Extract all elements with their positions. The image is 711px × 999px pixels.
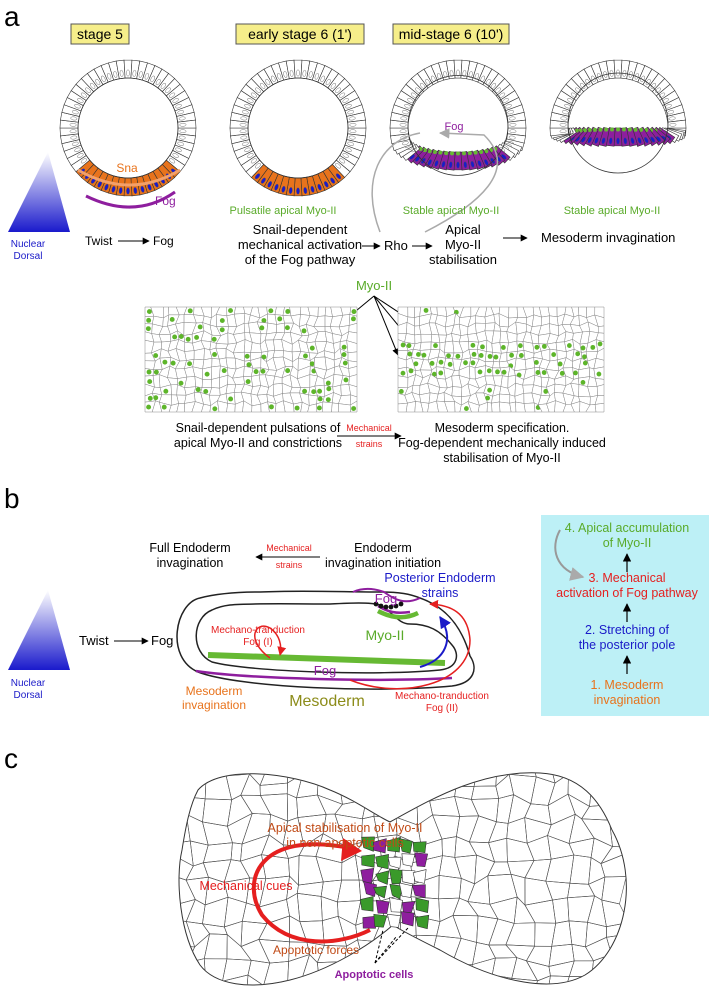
fog-label-b: Fog [151, 633, 173, 648]
posterior-strains-line1: Posterior Endoderm [384, 571, 495, 585]
mesoderm-label-b: Mesoderm [289, 693, 365, 710]
dorsal-gradient-triangle-b [8, 590, 70, 670]
gradient-b-label-nuclear: Nuclear [11, 678, 46, 689]
fog-feedback-label: Fog [445, 121, 464, 133]
mechanical-cues-loop [251, 842, 371, 944]
myo-ii-label: Myo-II [356, 278, 392, 293]
step2-line1: 2. Stretching of [585, 623, 670, 637]
step2-line2: the posterior pole [579, 638, 676, 652]
apical-text-line2: Myo-II [445, 237, 481, 252]
stage-6-mid-label: mid-stage 6 (10') [399, 26, 504, 42]
mechano-i-line2: Fog (I) [243, 637, 272, 648]
pulsatile-myo-label: Pulsatile apical Myo-II [230, 205, 337, 217]
posterior-strains-line2: strains [422, 586, 459, 600]
gradient-label-nuclear: Nuclear [11, 239, 46, 250]
mesoderm-invagination-label: Mesoderm invagination [541, 230, 675, 245]
fog-bottom-label-b: Fog [314, 663, 336, 678]
mech-strains-a-line2: strains [356, 439, 383, 449]
mechano-ii-line1: Mechano-tranduction [395, 691, 489, 702]
myo-ii-label-b: Myo-II [366, 627, 405, 643]
feedback-arc-left [371, 132, 421, 233]
rho-label: Rho [384, 238, 408, 253]
mech-strains-a-line1: Mechanical [346, 423, 392, 433]
mechano-ii-line2: Fog (II) [426, 703, 458, 714]
posterior-strain-arrow [419, 615, 451, 668]
mesoderm-inv-b-line1: Mesoderm [186, 684, 243, 698]
embryo-cross-section-mid-stage6 [389, 59, 527, 176]
step1-line1: 1. Mesoderm [591, 678, 664, 692]
sna-label: Sna [116, 161, 138, 175]
stage-6-early-box [235, 23, 365, 45]
apical-text-line1: Apical [445, 222, 481, 237]
fog-label-a: Fog [153, 234, 174, 248]
stable-myo-label-1: Stable apical Myo-II [403, 205, 500, 217]
full-endoderm-line1: Full Endoderm [149, 541, 230, 555]
snail-text-line1: Snail-dependent [253, 222, 348, 237]
caption-left-line2: apical Myo-II and constrictions [174, 436, 342, 450]
caption-left-line1: Snail-dependent pulsations of [176, 421, 341, 435]
step3-line2: activation of Fog pathway [556, 586, 698, 600]
gradient-b-label-dorsal: Dorsal [14, 690, 43, 701]
mechanical-cues-arrowhead [341, 838, 362, 861]
mech-strains-b-line2: strains [276, 560, 303, 570]
apical-text-line3: stabilisation [429, 252, 497, 267]
feedback-arc-right [424, 128, 499, 233]
mechano-i-line1: Mechano-tranduction [211, 625, 305, 636]
apoptotic-pointer-lines [374, 927, 409, 964]
stage-5-label: stage 5 [77, 26, 123, 42]
apoptotic-cells-label: Apoptotic cells [335, 969, 414, 981]
apoptotic-cell-cluster [359, 836, 430, 930]
mech-strains-b-line1: Mechanical [266, 543, 312, 553]
fog-arc [85, 190, 176, 209]
caption-right-line1: Mesoderm specification. [435, 421, 570, 435]
mechano-fog-ii-arrow [349, 599, 471, 690]
endoderm-init-line2: invagination initiation [325, 556, 441, 570]
full-endoderm-line2: invagination [157, 556, 224, 570]
step-cycle-arrow [554, 529, 585, 581]
tissue-mesoderm-specification [397, 306, 605, 413]
panel-b-letter: b [4, 483, 20, 514]
mesoderm-inv-b-line2: invagination [182, 698, 246, 712]
snail-text-line2: mechanical activation [238, 237, 362, 252]
endoderm-init-line1: Endoderm [354, 541, 412, 555]
fog-top-label-b: Fog [375, 591, 397, 606]
gradient-label-dorsal: Dorsal [14, 251, 43, 262]
caption-right-line2: Fog-dependent mechanically induced [398, 436, 606, 450]
mechano-fog-i-arrow [254, 625, 287, 659]
stage-5-box [70, 23, 130, 45]
stage-6-early-label: early stage 6 (1') [248, 26, 352, 42]
embryo-cross-section-invaginated [549, 59, 687, 174]
fog-label: Fog [155, 194, 176, 208]
stage-6-mid-box [392, 23, 510, 45]
apical-stab-line1: Apical stabilisation of Myo-II [268, 821, 423, 835]
twist-label-a: Twist [85, 234, 113, 248]
apoptotic-forces-label: Apoptotic forces [273, 943, 359, 957]
step4-line1: 4. Apical accumulation [565, 521, 689, 535]
twist-label-b: Twist [79, 633, 109, 648]
apical-stab-line2: in non-apoptotic cells [286, 836, 403, 850]
panel-c-letter: c [4, 743, 18, 774]
caption-right-line3: stabilisation of Myo-II [443, 451, 560, 465]
step1-line2: invagination [594, 693, 661, 707]
sna-arc [77, 168, 181, 187]
stable-myo-label-2: Stable apical Myo-II [564, 205, 661, 217]
step3-line1: 3. Mechanical [588, 571, 665, 585]
mechanism-steps-box [541, 515, 709, 716]
mechanical-cues-label: Mechanical cues [199, 879, 292, 893]
embryo-cross-section-early-stage6 [229, 59, 367, 197]
embryo-cross-section-stage5 [59, 59, 197, 197]
snail-text-line3: of the Fog pathway [245, 252, 356, 267]
tissue-snail-pulsations [144, 306, 358, 413]
dorsal-gradient-triangle [8, 152, 70, 232]
panel-a-letter: a [4, 1, 20, 32]
step4-line2: of Myo-II [603, 536, 652, 550]
